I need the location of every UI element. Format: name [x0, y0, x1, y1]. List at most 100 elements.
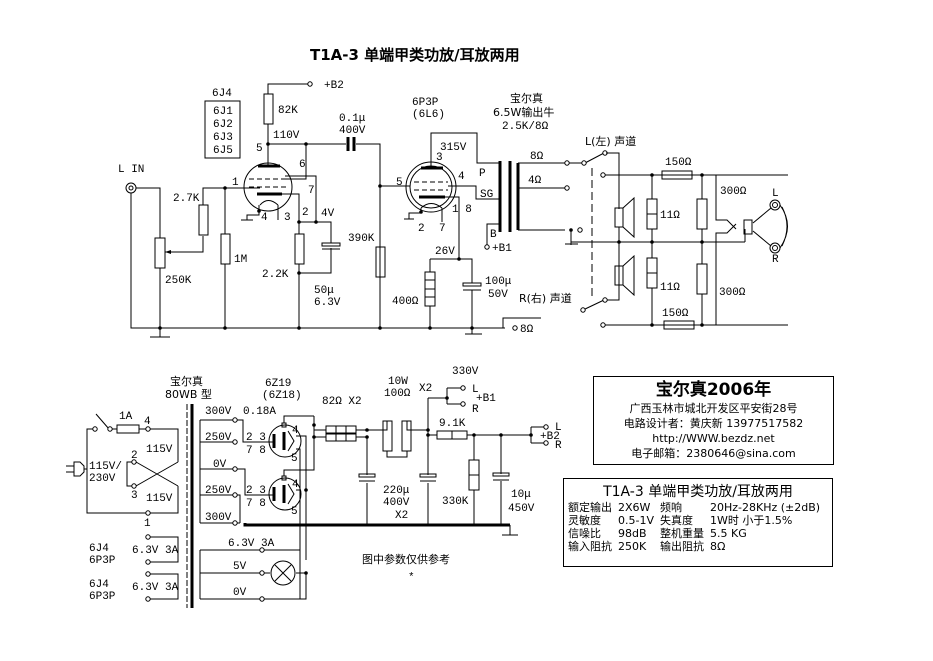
cathode-cap-value: 50μ	[314, 285, 334, 297]
fuse-icon	[116, 424, 140, 434]
tap-300v-a	[232, 417, 238, 423]
info-website[interactable]: http://WWW.bezdz.net	[652, 432, 775, 445]
rect2-filament	[287, 483, 295, 505]
rect1-pin-5: 5	[291, 453, 298, 465]
heater-b-tube-1: 6J4	[89, 579, 109, 591]
switch-terminal-a	[92, 426, 98, 432]
b2-l-label: L	[555, 422, 562, 434]
filter-r2-count: X2	[419, 383, 432, 395]
ot-4ohm-terminal[interactable]	[564, 185, 570, 191]
spec-key: 输出阻抗	[660, 540, 704, 553]
primary-pin-3	[131, 483, 137, 489]
left-speaker-cone	[622, 196, 635, 239]
shunt-bottom-value: 300Ω	[719, 287, 746, 299]
hv-secondary	[199, 419, 233, 524]
ot-com-terminal[interactable]	[577, 227, 583, 233]
power-plate-wire	[430, 132, 500, 168]
primary-strap	[126, 461, 179, 487]
volume-pot	[154, 237, 166, 269]
switch-pivot-r	[580, 307, 586, 313]
junction	[378, 326, 382, 330]
junction	[257, 209, 261, 213]
cathode-lead	[282, 193, 300, 222]
cathode-cap-voltage: 6.3V	[314, 297, 341, 309]
load-top-value: 11Ω	[660, 210, 680, 222]
ot-b1-label: +B1	[492, 243, 512, 255]
junction	[650, 240, 654, 244]
b1-r-label: R	[472, 404, 479, 416]
spec-row: 信噪比 98dB 整机重量 5.5 KG	[568, 527, 826, 540]
b2-filter-wires	[473, 435, 502, 525]
ot-core	[498, 161, 520, 232]
primary-winding-2: 115V	[146, 493, 173, 505]
preamp-grids	[249, 178, 289, 188]
junction	[297, 271, 301, 275]
ot-8ohm-terminal[interactable]	[564, 160, 570, 166]
power-cathode-cap	[462, 282, 482, 287]
right-speaker-cone	[622, 254, 635, 297]
spec-key: 信噪比	[568, 527, 601, 540]
pin-7: 7	[308, 185, 315, 197]
power-cathode-wire	[445, 196, 460, 259]
tube-alternatives-box	[204, 100, 241, 159]
heater-b-pin2	[145, 596, 151, 602]
input-label: L IN	[118, 164, 144, 176]
rect-anode-wires	[237, 419, 274, 524]
left-channel-label: L(左) 声道	[585, 134, 636, 148]
power-ground-icon	[465, 328, 482, 335]
power-grids	[414, 181, 448, 191]
mains-voltage-2: 230V	[89, 473, 116, 485]
b2-l-terminal	[543, 424, 549, 430]
right-8ohm-label: 8Ω	[520, 324, 534, 336]
rectifier-tube-1-icon	[268, 424, 302, 458]
spec-key: 整机重量	[660, 527, 704, 540]
ot-p-label: P	[479, 168, 486, 180]
power-pin-3: 3	[436, 152, 443, 164]
coupling-cap	[346, 137, 356, 151]
spec-value: 0.5-1V	[618, 514, 654, 527]
primary-pin-4-label: 4	[144, 416, 151, 428]
power-pin-7: 7	[439, 223, 446, 235]
rect-heater-5v	[259, 570, 265, 576]
spec-value: 5.5 KG	[710, 527, 747, 540]
left-switch-arm[interactable]	[569, 152, 605, 164]
spec-key: 灵敏度	[568, 514, 601, 527]
rect-heater-0v	[259, 596, 265, 602]
series-resistor-top	[661, 170, 693, 180]
tap-label-300v-a: 300V	[205, 406, 232, 418]
info-email[interactable]: 电子邮箱：2380646@sina.com	[631, 447, 796, 460]
headphone-left-icon	[769, 199, 781, 211]
junction	[297, 326, 301, 330]
tap-250v-b	[232, 492, 238, 498]
spec-value: 250K	[618, 540, 647, 553]
right-8ohm-wire	[498, 317, 541, 329]
junction	[419, 210, 423, 214]
left-speaker-wires	[605, 152, 788, 209]
ot-b-label: B	[490, 229, 497, 241]
rect1-filament	[287, 430, 295, 452]
headphone-plug-icon[interactable]	[743, 219, 753, 235]
power-switch[interactable]	[95, 413, 110, 430]
filter-r2-link	[386, 451, 408, 458]
b1-split-wire	[446, 387, 461, 405]
ot-impedance: 2.5K/8Ω	[502, 121, 549, 133]
hv-ground-bus	[243, 523, 510, 527]
junction	[445, 396, 449, 400]
b1-l-label: L	[472, 384, 479, 396]
schematic-title: T1A-3 单端甲类功放/耳放两用	[310, 46, 520, 64]
b1-l-terminal	[460, 385, 466, 391]
hv-current: 0.18A	[243, 406, 276, 418]
mains-voltage-1: 115V/	[89, 461, 122, 473]
cathode-cap-wire	[299, 221, 332, 274]
spec-key: 额定输出	[568, 501, 612, 514]
rect-heater-label-6v3: 6.3V 3A	[228, 538, 275, 550]
spec-heading: T1A-3 单端甲类功放/耳放两用	[603, 484, 793, 500]
tap-0v	[232, 466, 238, 472]
junction	[529, 433, 533, 437]
bleeder-value: 330K	[442, 496, 469, 508]
power-grid-resistor-value: 390K	[348, 233, 375, 245]
shunt-resistor-bottom	[696, 263, 708, 295]
rect-filament-wires	[296, 435, 307, 599]
filter-r2-wires	[367, 421, 428, 431]
preamp-stage: 6J4 6J1 6J2 6J3 6J5 L IN 250K 2.7K 1M 1	[118, 80, 505, 338]
